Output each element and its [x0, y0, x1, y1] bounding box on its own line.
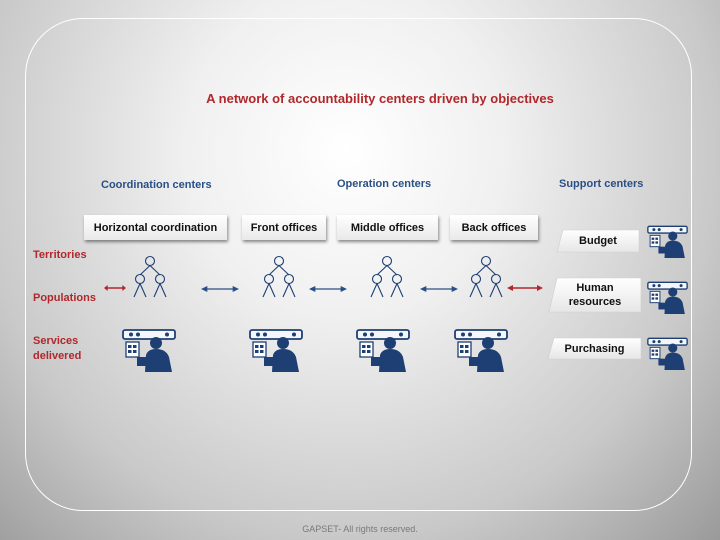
org-tree-icon [365, 255, 409, 305]
support-centers-heading: Support centers [559, 178, 644, 190]
front-offices-box: Front offices [242, 215, 326, 240]
budget-label: Budget [579, 235, 617, 247]
diagram-title: A network of accountability centers driv… [206, 91, 554, 106]
slide-frame [25, 18, 692, 511]
operator-workstation-icon [646, 336, 692, 370]
copyright-footer: GAPSET- All rights reserved. [302, 524, 418, 534]
org-tree-icon [464, 255, 508, 305]
back-offices-box: Back offices [450, 215, 538, 240]
purchasing-label: Purchasing [564, 342, 625, 355]
double-arrow-icon [507, 284, 543, 292]
operator-workstation-icon [248, 327, 308, 372]
org-tree-icon [128, 255, 172, 305]
operator-workstation-icon [453, 327, 513, 372]
human-resources-box: Human resources [547, 276, 643, 314]
budget-box: Budget [555, 228, 641, 254]
human-resources-label: Human resources [568, 282, 622, 308]
operator-workstation-icon [646, 280, 692, 314]
operation-centers-heading: Operation centers [337, 178, 432, 190]
operator-workstation-icon [646, 224, 692, 258]
services-delivered-label: Services delivered [33, 335, 82, 362]
double-arrow-icon [309, 285, 347, 293]
middle-offices-box: Middle offices [337, 215, 438, 240]
operator-workstation-icon [121, 327, 181, 372]
double-arrow-icon [201, 285, 239, 293]
org-tree-icon [257, 255, 301, 305]
double-arrow-icon [420, 285, 458, 293]
coordination-centers-heading: Coordination centers [101, 179, 212, 191]
horizontal-coordination-box: Horizontal coordination [84, 215, 227, 240]
populations-label: Populations [33, 292, 96, 304]
operator-workstation-icon [355, 327, 415, 372]
purchasing-box: Purchasing [546, 336, 643, 361]
territories-label: Territories [33, 249, 87, 261]
double-arrow-icon [104, 284, 126, 292]
